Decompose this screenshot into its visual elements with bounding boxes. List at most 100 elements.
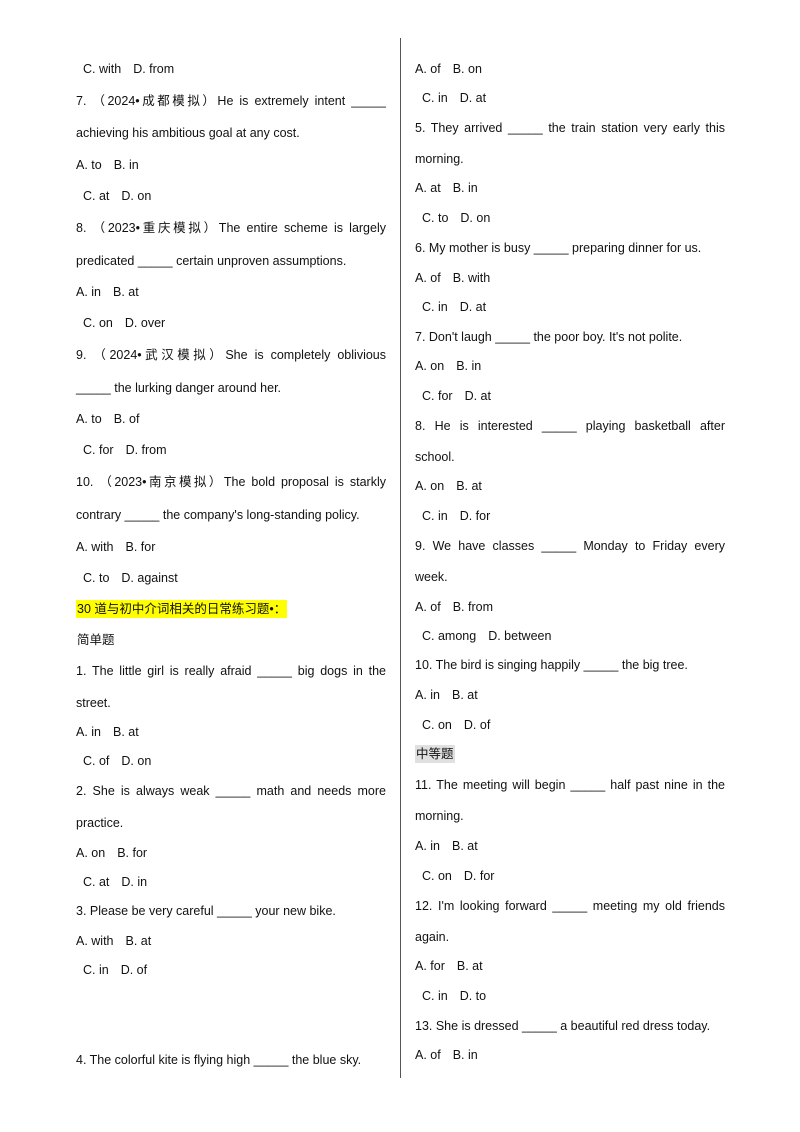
answer-options: C. of D. on xyxy=(76,753,393,769)
option-a: C. in xyxy=(422,509,448,523)
section-heading: 简单题 xyxy=(76,632,386,648)
option-b: D. at xyxy=(459,91,487,105)
section-heading: 30 道与初中介词相关的日常练习题•： xyxy=(76,600,386,618)
question-line: 6. My mother is busy _____ preparing din… xyxy=(415,241,702,255)
answer-options: A. in B. at xyxy=(76,724,386,740)
heading-text: 30 道与初中介词相关的日常练习题•： xyxy=(76,600,288,618)
question-line: practice. xyxy=(76,816,124,830)
question-line: school. xyxy=(415,450,455,464)
section-heading: 中等题 xyxy=(415,745,725,763)
question-line: 10. （2023•南京模拟）The bold proposal is star… xyxy=(76,475,386,489)
option-a: C. in xyxy=(422,989,448,1003)
option-b: B. for xyxy=(125,540,156,554)
option-a: C. for xyxy=(422,389,453,403)
option-a: C. with xyxy=(83,62,122,76)
question-line: 2. She is always weak _____ math and nee… xyxy=(76,784,386,798)
option-b: D. in xyxy=(121,875,148,889)
answer-options: C. at D. in xyxy=(76,874,393,890)
question-line: contrary _____ the company's long-standi… xyxy=(76,508,360,522)
option-a: C. for xyxy=(83,443,114,457)
answer-options: C. on D. of xyxy=(415,717,732,733)
question-line: morning. xyxy=(415,152,464,166)
answer-options: C. on D. over xyxy=(76,315,393,331)
option-a: C. to xyxy=(422,211,449,225)
option-a: C. on xyxy=(422,718,452,732)
option-b: D. over xyxy=(124,316,166,330)
question-line: 8. （2023•重庆模拟）The entire scheme is large… xyxy=(76,221,386,235)
answer-options: A. on B. for xyxy=(76,845,386,861)
option-a: C. in xyxy=(83,963,109,977)
option-a: A. on xyxy=(76,846,106,860)
option-a: C. at xyxy=(83,875,110,889)
answer-options: C. in D. for xyxy=(415,508,732,524)
answer-options: C. in D. to xyxy=(415,988,732,1004)
option-b: D. for xyxy=(463,869,495,883)
option-a: C. on xyxy=(83,316,113,330)
question-line: week. xyxy=(415,570,448,584)
option-a: A. in xyxy=(76,725,102,739)
option-b: D. for xyxy=(459,509,491,523)
answer-options: A. of B. in xyxy=(415,1047,725,1063)
option-b: B. in xyxy=(452,1048,478,1062)
answer-options: C. on D. for xyxy=(415,868,732,884)
option-b: D. from xyxy=(125,443,167,457)
option-b: D. of xyxy=(463,718,491,732)
option-a: C. at xyxy=(83,189,110,203)
option-b: B. on xyxy=(452,62,482,76)
option-a: C. in xyxy=(422,300,448,314)
option-b: B. at xyxy=(125,934,152,948)
answer-options: C. with D. from xyxy=(76,61,393,77)
option-a: A. in xyxy=(415,839,441,853)
answer-options: C. in D. at xyxy=(415,299,732,315)
option-a: A. in xyxy=(76,285,102,299)
option-b: B. from xyxy=(452,600,494,614)
option-a: A. to xyxy=(76,158,102,172)
question-line: 9. We have classes _____ Monday to Frida… xyxy=(415,539,725,553)
question-line: _____ the lurking danger around her. xyxy=(76,381,282,395)
option-b: B. for xyxy=(117,846,148,860)
question-line: 1. The little girl is really afraid ____… xyxy=(76,664,386,678)
question-line: predicated _____ certain unproven assump… xyxy=(76,254,347,268)
option-a: A. of xyxy=(415,1048,441,1062)
option-a: C. of xyxy=(83,754,110,768)
question-line: achieving his ambitious goal at any cost… xyxy=(76,126,300,140)
option-b: D. on xyxy=(121,754,152,768)
option-b: D. at xyxy=(459,300,487,314)
option-b: B. at xyxy=(452,839,478,853)
option-b: D. from xyxy=(133,62,175,76)
option-b: B. at xyxy=(456,959,483,973)
option-a: C. in xyxy=(422,91,448,105)
question-line: 7. （2024•成都模拟）He is extremely intent ___… xyxy=(76,94,386,108)
option-b: D. to xyxy=(459,989,487,1003)
option-b: D. at xyxy=(464,389,491,403)
option-b: B. in xyxy=(452,181,478,195)
option-b: D. on xyxy=(121,189,152,203)
option-b: D. between xyxy=(488,629,552,643)
option-a: A. in xyxy=(415,688,441,702)
option-a: A. with xyxy=(76,540,114,554)
question-line: morning. xyxy=(415,809,464,823)
question-line: 7. Don't laugh _____ the poor boy. It's … xyxy=(415,330,683,344)
answer-options: C. for D. at xyxy=(415,388,732,404)
option-a: A. for xyxy=(415,959,445,973)
question-line: 11. The meeting will begin _____ half pa… xyxy=(415,778,725,792)
question-line: street. xyxy=(76,696,111,710)
question-line: 10. The bird is singing happily _____ th… xyxy=(415,658,688,672)
option-a: A. of xyxy=(415,271,441,285)
option-b: D. on xyxy=(460,211,491,225)
option-a: C. on xyxy=(422,869,452,883)
question-line: again. xyxy=(415,930,450,944)
option-a: A. to xyxy=(76,412,102,426)
option-b: B. at xyxy=(113,725,139,739)
